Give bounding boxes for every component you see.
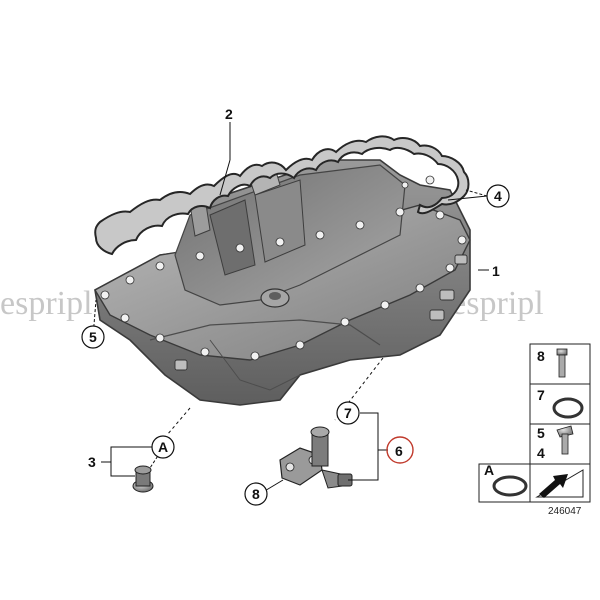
legend-label-a: A [484,462,494,478]
diagram-number: 246047 [548,506,582,517]
svg-text:8: 8 [252,486,260,502]
oil-pan [94,159,471,406]
watermark-left: espripl [0,285,93,322]
svg-text:6: 6 [395,443,403,459]
bolt-icon [556,348,568,378]
svg-text:5: 5 [89,329,97,345]
callout-6: 6 [386,436,414,464]
svg-text:A: A [158,439,168,455]
legend-label-4: 4 [537,445,545,461]
gasket-2 [94,135,470,256]
arrow-icon [535,469,584,498]
callout-8: 8 [244,482,268,506]
callout-2: 2 [225,106,233,122]
drain-plug-3 [132,465,154,493]
legend-label-8: 8 [537,348,545,364]
callout-a: A [151,435,175,459]
parts-legend: 8 7 5 4 A 246047 [478,343,591,517]
oil-level-sensor-6 [279,426,353,489]
callout-5: 5 [81,325,105,349]
svg-text:2: 2 [225,106,233,122]
seal-ring-icon [552,397,584,419]
callout-4: 4 [486,184,510,208]
callout-3: 3 [88,454,96,470]
svg-text:7: 7 [344,405,352,421]
svg-text:4: 4 [494,188,502,204]
svg-text:3: 3 [88,454,96,470]
screw-icon [556,425,574,455]
callout-7: 7 [336,401,360,425]
callout-1: 1 [492,263,500,279]
svg-text:1: 1 [492,263,500,279]
legend-label-5: 5 [537,425,545,441]
drain-seal-icon [492,475,528,497]
legend-label-7: 7 [537,387,545,403]
